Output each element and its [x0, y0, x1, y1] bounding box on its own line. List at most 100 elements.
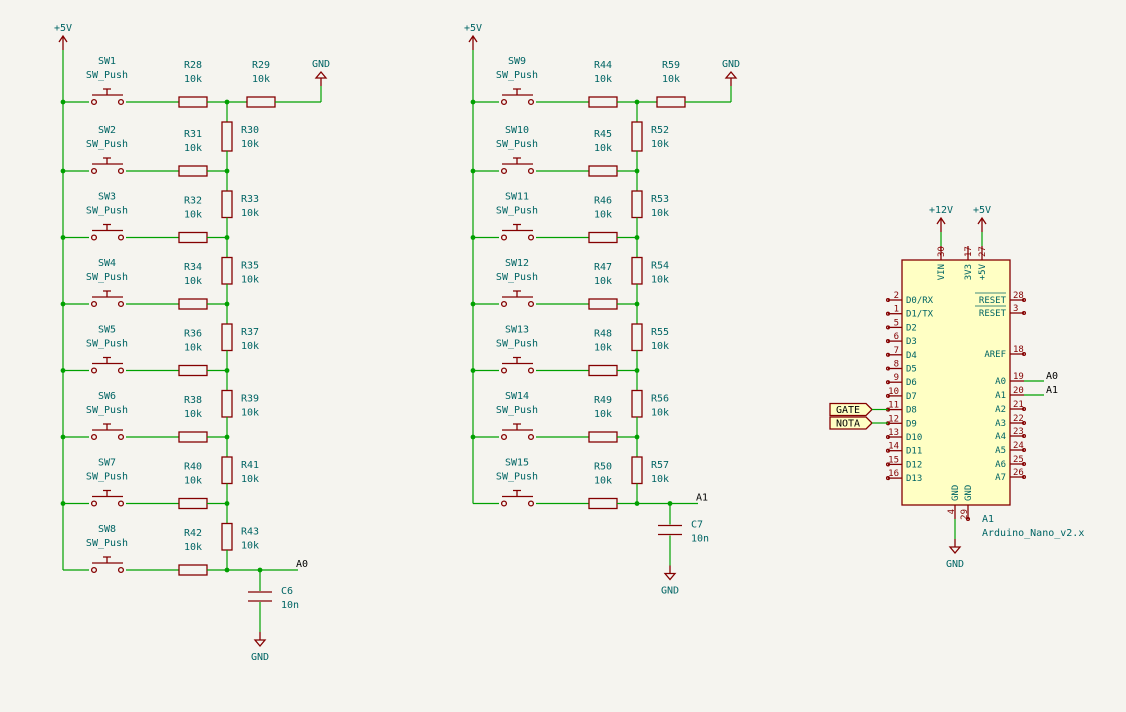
pin-number: 10: [888, 387, 899, 397]
global-label-gate-text: GATE: [836, 405, 860, 416]
pin-endpoint: [885, 380, 891, 385]
resistor-horizontal: [588, 231, 618, 244]
resistor-value: 10k: [241, 139, 259, 150]
pin-endpoint: [885, 434, 891, 440]
pin-name: A0: [995, 377, 1006, 387]
pin-number: 27: [978, 246, 988, 257]
pin-name: A6: [995, 460, 1006, 470]
global-label-nota-shape: [829, 416, 873, 430]
pin-number: 2: [894, 291, 899, 301]
pin-name: GND: [951, 485, 961, 501]
pin-name: A5: [995, 446, 1006, 456]
pin-number: 11: [888, 401, 899, 411]
switch-contact: [500, 98, 508, 106]
switch-value: SW_Push: [496, 405, 538, 416]
resistor-horizontal: [588, 96, 618, 108]
resistor-value: 10k: [241, 541, 259, 552]
gnd-power-top-label: GND: [722, 59, 740, 70]
pin-name: A4: [995, 432, 1006, 442]
switch-value: SW_Push: [86, 272, 128, 283]
gnd-power-cap-symbol: [663, 565, 677, 581]
pin-name: D10: [906, 433, 922, 443]
switch-contact: [90, 433, 98, 441]
gnd-power-nano-label: GND: [946, 559, 964, 570]
pin-number: 8: [894, 360, 899, 370]
resistor-ref: R55: [651, 327, 669, 338]
switch-contact: [90, 500, 98, 507]
pin-name: AREF: [984, 350, 1006, 360]
pin-number: 25: [1013, 455, 1024, 465]
resistor-horizontal: [656, 96, 686, 108]
vcc-power-symbol: [468, 34, 478, 50]
switch-ref: SW12: [505, 258, 529, 269]
vcc-power-label: +5V: [464, 23, 482, 34]
resistor-ref: R31: [184, 129, 202, 140]
resistor-ref: R30: [241, 125, 259, 136]
resistor-horizontal: [178, 96, 208, 108]
switch-value: SW_Push: [86, 339, 128, 350]
switch-value: SW_Push: [496, 139, 538, 150]
switch-contact: [117, 167, 125, 175]
switch-contact: [527, 300, 535, 308]
switch-contact: [500, 234, 508, 241]
switch-contact: [527, 433, 535, 441]
switch-contact: [90, 234, 98, 241]
pin-name: D9: [906, 419, 917, 429]
resistor-value: 10k: [184, 276, 202, 287]
resistor-vertical: [221, 522, 233, 551]
switch-contact: [500, 367, 508, 374]
switch-actuator: [502, 356, 533, 365]
global-label-nota-text: NOTA: [836, 419, 860, 430]
capacitor-value: 10n: [281, 600, 299, 611]
resistor-vertical: [631, 121, 643, 152]
switch-contact: [117, 234, 125, 241]
resistor-horizontal: [588, 165, 618, 177]
resistor-ref: R40: [184, 462, 202, 473]
switch-contact: [500, 500, 508, 507]
pin-number: 21: [1013, 400, 1024, 410]
switch-value: SW_Push: [86, 472, 128, 483]
resistor-ref: R43: [241, 527, 259, 538]
resistor-value: 10k: [594, 74, 612, 85]
switch-actuator: [92, 556, 123, 564]
resistor-ref: R45: [594, 129, 612, 140]
pin-endpoint: [1021, 297, 1027, 303]
resistor-vertical: [221, 323, 233, 352]
pin-name: A3: [995, 419, 1006, 429]
pin-number: 23: [1013, 427, 1024, 437]
capacitor-ref: C7: [691, 520, 703, 531]
switch-ref: SW4: [98, 258, 116, 269]
resistor-ref: R59: [662, 60, 680, 71]
switch-ref: SW15: [505, 458, 529, 469]
pin-number: 28: [1013, 291, 1024, 301]
switch-contact: [500, 167, 508, 175]
pin-endpoint: [1021, 433, 1027, 439]
switch-actuator: [502, 290, 533, 298]
pin-endpoint: [885, 366, 891, 371]
switch-contact: [117, 98, 125, 106]
resistor-ref: R33: [241, 194, 259, 205]
arduino-ref: A1: [982, 514, 994, 525]
resistor-value: 10k: [184, 143, 202, 154]
gnd-power-cap-label: GND: [661, 586, 679, 597]
resistor-vertical: [631, 389, 643, 418]
resistor-value: 10k: [241, 208, 259, 219]
switch-value: SW_Push: [496, 472, 538, 483]
resistor-horizontal: [178, 497, 208, 510]
resistor-horizontal: [588, 298, 618, 310]
pin-number: 19: [1013, 372, 1024, 382]
pin-endpoint: [1021, 474, 1027, 480]
pin-number: 29: [960, 509, 970, 520]
switch-actuator: [92, 489, 123, 498]
switch-ladder-a1: +5VSW9SW_PushR4410kR5910kGNDSW10SW_PushR…: [464, 23, 740, 597]
pin-endpoint: [885, 448, 891, 453]
resistor-value: 10k: [184, 74, 202, 85]
resistor-value: 10k: [184, 542, 202, 553]
resistor-ref: R37: [241, 327, 259, 338]
switch-contact: [527, 500, 535, 507]
resistor-vertical: [221, 256, 233, 285]
resistor-horizontal: [588, 431, 618, 443]
switch-ref: SW7: [98, 458, 116, 469]
switch-ref: SW5: [98, 325, 116, 336]
resistor-ref: R29: [252, 60, 270, 71]
